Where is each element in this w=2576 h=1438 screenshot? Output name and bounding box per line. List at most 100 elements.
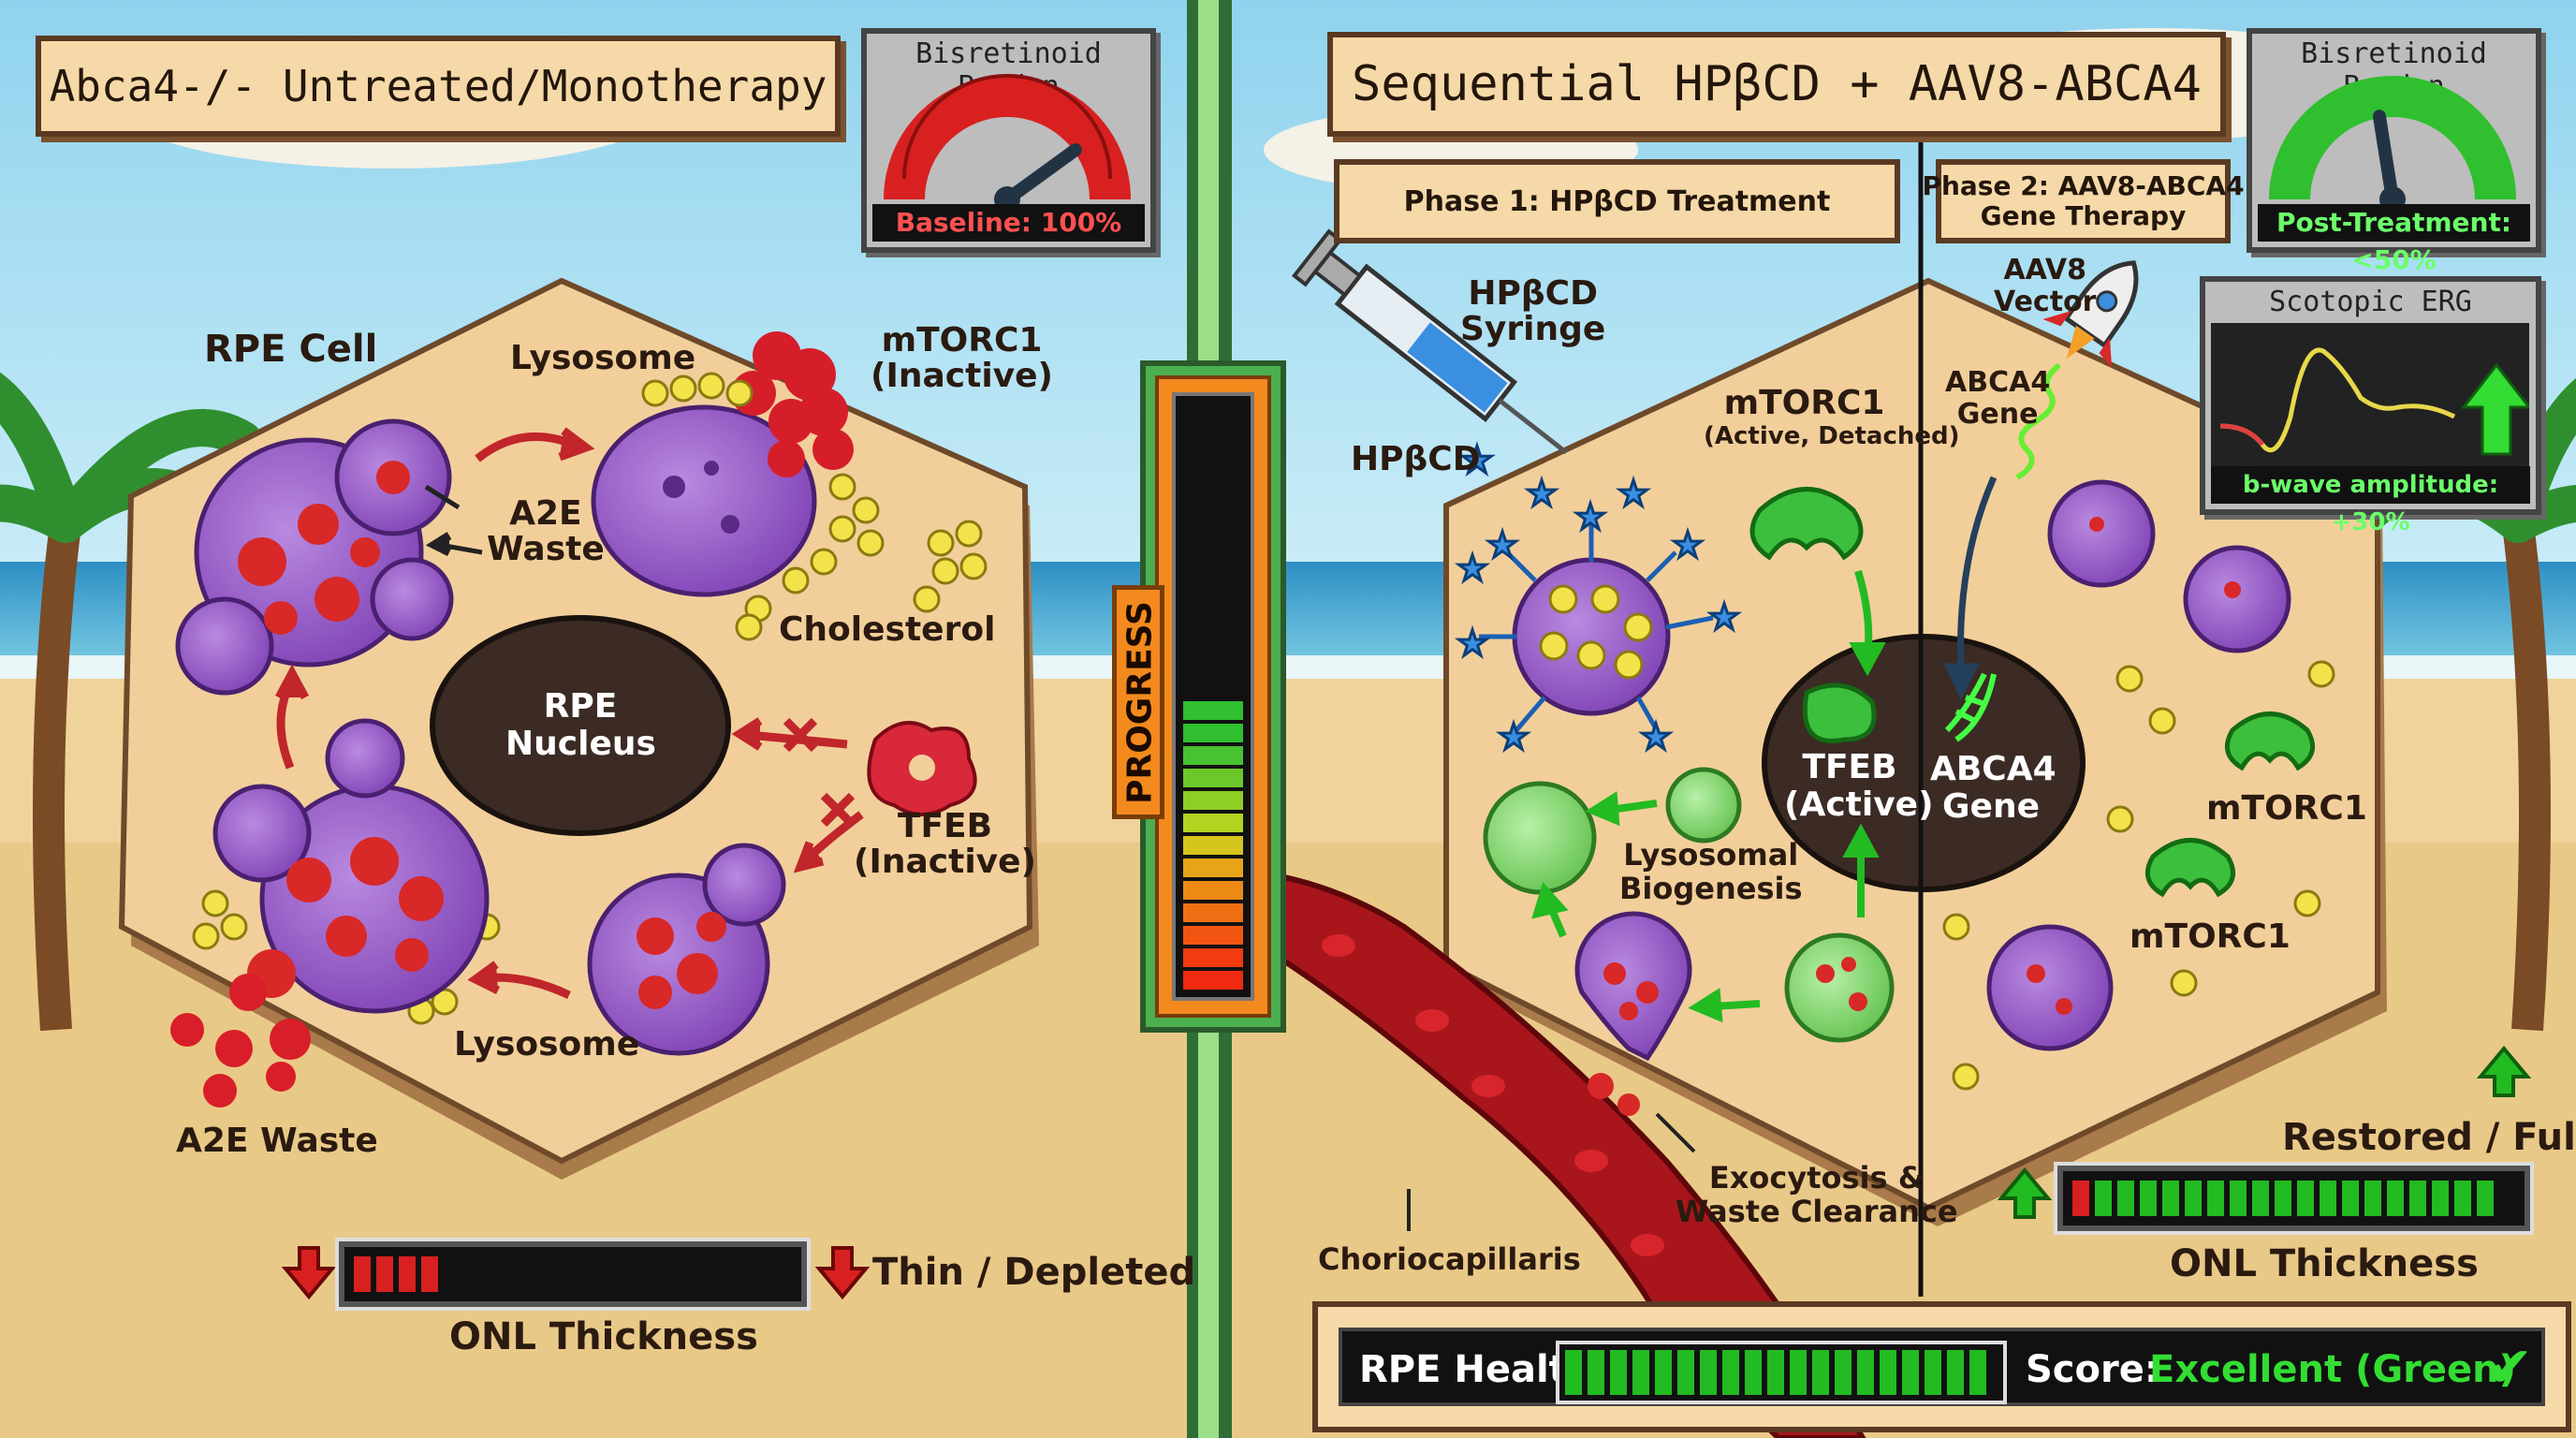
cholesterol-particles bbox=[192, 372, 988, 1025]
erg-waveform bbox=[2211, 323, 2529, 473]
progress-segment bbox=[1183, 903, 1243, 922]
svg-text:★: ★ bbox=[1574, 496, 1606, 537]
svg-text:★: ★ bbox=[1486, 524, 1518, 565]
left-onl-status: Thin / Depleted bbox=[872, 1251, 1196, 1294]
blocked-x-icons bbox=[783, 717, 856, 828]
progress-fill bbox=[1183, 701, 1243, 990]
left-onl-bar bbox=[339, 1241, 807, 1307]
label-mtorc1-a: mTORC1 bbox=[2206, 789, 2367, 828]
label-lysosome-bottom: Lysosome bbox=[454, 1025, 640, 1064]
scotopic-erg-panel: Scotopic ERG b-wave amplitude: +30% bbox=[2200, 276, 2541, 536]
progress-segment bbox=[1183, 814, 1243, 832]
lysosome-exocytosis bbox=[1574, 911, 1692, 1116]
gauge-dial-red bbox=[884, 74, 1131, 213]
label-exocytosis: Exocytosis & Waste Clearance bbox=[1676, 1160, 1958, 1229]
label-abca4-gene-strand: ABCA4 Gene bbox=[1945, 366, 2051, 431]
process-arrows-left bbox=[275, 427, 864, 1000]
bar-segment bbox=[1835, 1350, 1852, 1395]
lysosome-bottomright bbox=[587, 843, 786, 1056]
bar-segment bbox=[2477, 1181, 2494, 1216]
progress-segment bbox=[1183, 769, 1243, 787]
phase2-panel: Phase 2: AAV8-ABCA4 Gene Therapy bbox=[1922, 159, 2245, 243]
bar-segment bbox=[2095, 1181, 2112, 1216]
left-title: Abca4-/- Untreated/Monotherapy bbox=[49, 61, 827, 111]
bar-segment bbox=[1700, 1350, 1717, 1395]
label-a2e-waste-inner: A2E Waste bbox=[487, 494, 605, 568]
bar-segment bbox=[2140, 1181, 2157, 1216]
bar-segment bbox=[2387, 1181, 2404, 1216]
bar-segment bbox=[421, 1256, 438, 1292]
bar-segment bbox=[1857, 1350, 1874, 1395]
erg-title: Scotopic ERG bbox=[2269, 286, 2472, 318]
svg-text:★: ★ bbox=[1460, 439, 1494, 482]
mtorc1-right-icons bbox=[2144, 712, 2316, 898]
bar-segment bbox=[2230, 1181, 2247, 1216]
bar-segment bbox=[1632, 1350, 1649, 1395]
rpe-health-fill bbox=[1565, 1350, 1986, 1395]
bar-segment bbox=[1969, 1350, 1986, 1395]
abca4-gene-strand bbox=[2015, 362, 2061, 480]
bar-segment bbox=[1745, 1350, 1762, 1395]
svg-text:★: ★ bbox=[1617, 473, 1649, 514]
bar-segment bbox=[1812, 1350, 1829, 1395]
phase1-label: Phase 1: HPβCD Treatment bbox=[1403, 184, 1831, 218]
bar-segment bbox=[1565, 1350, 1582, 1395]
svg-text:★: ★ bbox=[1498, 716, 1530, 757]
label-tfeb-inactive: TFEB (Inactive) bbox=[854, 807, 1036, 881]
bar-segment bbox=[2117, 1181, 2134, 1216]
phase2-label: Phase 2: AAV8-ABCA4 Gene Therapy bbox=[1922, 170, 2245, 231]
mtorc1-inactive-cluster bbox=[731, 331, 854, 477]
down-arrow-icons bbox=[281, 1246, 871, 1300]
bar-segment bbox=[2297, 1181, 2314, 1216]
svg-text:★: ★ bbox=[1640, 716, 1672, 757]
right-onl-fill bbox=[2072, 1181, 2494, 1216]
bar-segment bbox=[1880, 1350, 1896, 1395]
label-tfeb-active: TFEB (Active) bbox=[1784, 748, 1934, 824]
bar-segment bbox=[2072, 1181, 2089, 1216]
progress-meter bbox=[1140, 360, 1286, 1033]
rpe-health-label: RPE Health bbox=[1359, 1348, 1594, 1391]
right-onl-label: ONL Thickness bbox=[2170, 1242, 2479, 1285]
lysosome-green-large bbox=[1483, 767, 1895, 1043]
lysosome-bottomleft bbox=[212, 718, 490, 1014]
bar-segment bbox=[1722, 1350, 1739, 1395]
progress-label-tab: PROGRESS bbox=[1112, 585, 1164, 819]
progress-track bbox=[1172, 392, 1254, 1001]
check-icon: ✔ bbox=[2486, 1335, 2534, 1401]
label-aav8-vector: AAV8 Vector bbox=[1994, 254, 2097, 318]
lysosome-top bbox=[591, 404, 817, 597]
aav8-rocket-icon bbox=[2042, 260, 2139, 368]
process-arrows-right bbox=[1531, 569, 1886, 1023]
bar-segment bbox=[354, 1256, 371, 1292]
bar-segment bbox=[1677, 1350, 1694, 1395]
bar-segment bbox=[2185, 1181, 2202, 1216]
lysosome-cluster-topleft bbox=[175, 418, 454, 696]
gauge-dial-green bbox=[2269, 76, 2516, 213]
svg-text:★: ★ bbox=[1672, 524, 1704, 565]
progress-segment bbox=[1183, 881, 1243, 900]
right-onl-status: Restored / Full bbox=[2282, 1116, 2576, 1159]
svg-text:★: ★ bbox=[1526, 473, 1558, 514]
label-abca4-nucleus: ABCA4 Gene bbox=[1930, 750, 2056, 826]
lysosome-right-group bbox=[1986, 479, 2291, 1051]
rpe-health-inner: RPE Health Score: Excellent (Green) ✔ bbox=[1339, 1328, 2545, 1406]
progress-segment bbox=[1183, 701, 1243, 720]
bar-segment bbox=[1655, 1350, 1672, 1395]
label-syringe: HPβCD Syringe bbox=[1460, 274, 1606, 348]
left-gauge-readout: Baseline: 100% bbox=[872, 204, 1145, 242]
label-choriocapillaris: Choriocapillaris bbox=[1318, 1241, 1581, 1277]
bar-segment bbox=[2454, 1181, 2471, 1216]
label-hpbcd: HPβCD bbox=[1351, 440, 1481, 478]
hpbcd-syringe-icon bbox=[1291, 228, 1568, 455]
hpbcd-complex: ★★★ ★★★★ ★★★ bbox=[1456, 472, 1742, 759]
mtorc1-active-detached bbox=[1749, 487, 1864, 561]
bar-segment bbox=[2252, 1181, 2269, 1216]
dna-helix-icon bbox=[1944, 672, 1997, 742]
rpe-health-panel: RPE Health Score: Excellent (Green) ✔ bbox=[1312, 1301, 2571, 1432]
label-mtorc1-active: mTORC1 (Active, Detached) bbox=[1704, 384, 1960, 450]
up-arrow-icons bbox=[1997, 1045, 2532, 1219]
bar-segment bbox=[1610, 1350, 1627, 1395]
progress-segment bbox=[1183, 971, 1243, 990]
bar-segment bbox=[1925, 1350, 1941, 1395]
left-title-banner: Abca4-/- Untreated/Monotherapy bbox=[36, 36, 841, 137]
